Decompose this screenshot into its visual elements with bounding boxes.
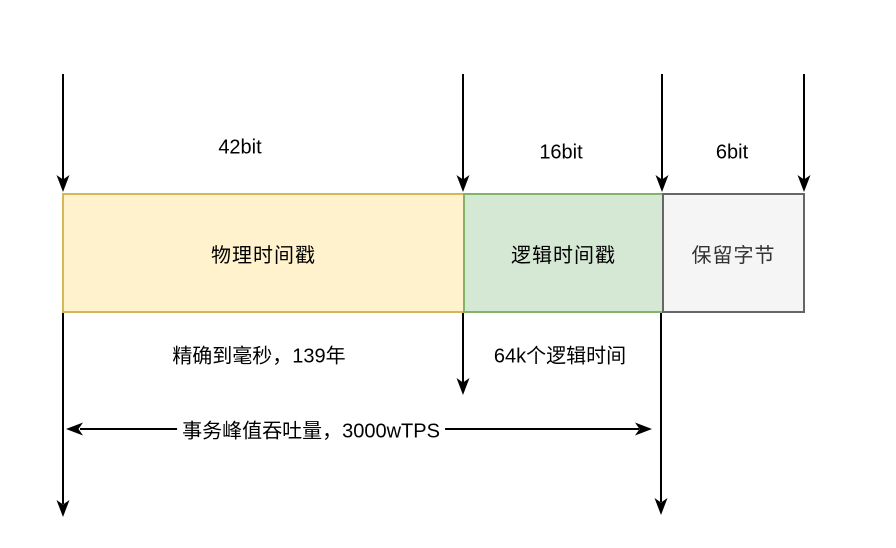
short-down-arrow-logical (456, 313, 470, 395)
field-box-reserved: 保留字节 (662, 193, 805, 313)
top-arrow-logical-reserved-boundary (655, 74, 669, 192)
note-physical-precision: 精确到毫秒，139年 (172, 345, 346, 368)
long-down-arrow-right (654, 313, 668, 515)
field-box-physical: 物理时间戳 (62, 193, 465, 313)
top-arrow-physical-logical-boundary (456, 74, 470, 192)
top-arrow-right-edge (797, 74, 811, 192)
field-label-physical: 物理时间戳 (211, 244, 316, 267)
field-box-logical: 逻辑时间戳 (463, 193, 664, 313)
long-down-arrow-left (56, 313, 70, 517)
field-label-logical: 逻辑时间戳 (511, 244, 616, 267)
note-throughput: 事务峰值吞吐量，3000wTPS (177, 414, 445, 444)
note-logical-count: 64k个逻辑时间 (493, 345, 627, 368)
field-label-reserved: 保留字节 (691, 244, 776, 267)
bit-width-label-logical: 16bit (539, 141, 583, 164)
bit-width-label-reserved: 6bit (715, 141, 749, 164)
top-arrow-left-edge (56, 74, 70, 192)
bit-width-label-physical: 42bit (218, 136, 262, 159)
